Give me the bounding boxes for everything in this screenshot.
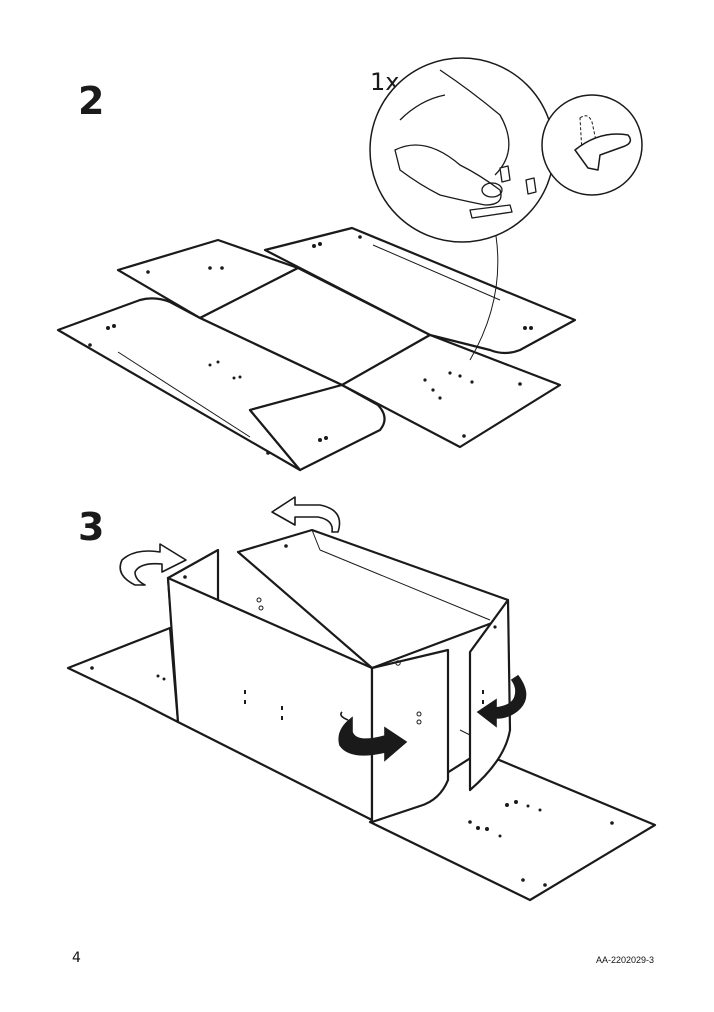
folding-box <box>66 528 657 902</box>
side-panel-right <box>340 333 562 449</box>
detail-leader-line <box>469 235 499 361</box>
rotate-arrow-left <box>119 543 187 586</box>
floor-panel-left <box>66 626 180 724</box>
detail-callout-hand <box>369 57 555 243</box>
rotate-arrow-front <box>338 711 408 762</box>
flat-box-blank <box>56 226 577 472</box>
end-flap-right <box>370 648 450 824</box>
peg-detail-zoom <box>541 94 643 196</box>
rotate-arrow-right <box>476 674 527 728</box>
step-number-3: 3 <box>78 505 105 549</box>
flap-top-right <box>263 226 577 355</box>
document-code: AA-2202029-3 <box>595 955 654 965</box>
step-number-2: 2 <box>78 79 105 123</box>
page-number: 4 <box>72 950 81 966</box>
end-flap-far-right <box>468 598 512 792</box>
rotate-arrow-top <box>271 496 341 533</box>
